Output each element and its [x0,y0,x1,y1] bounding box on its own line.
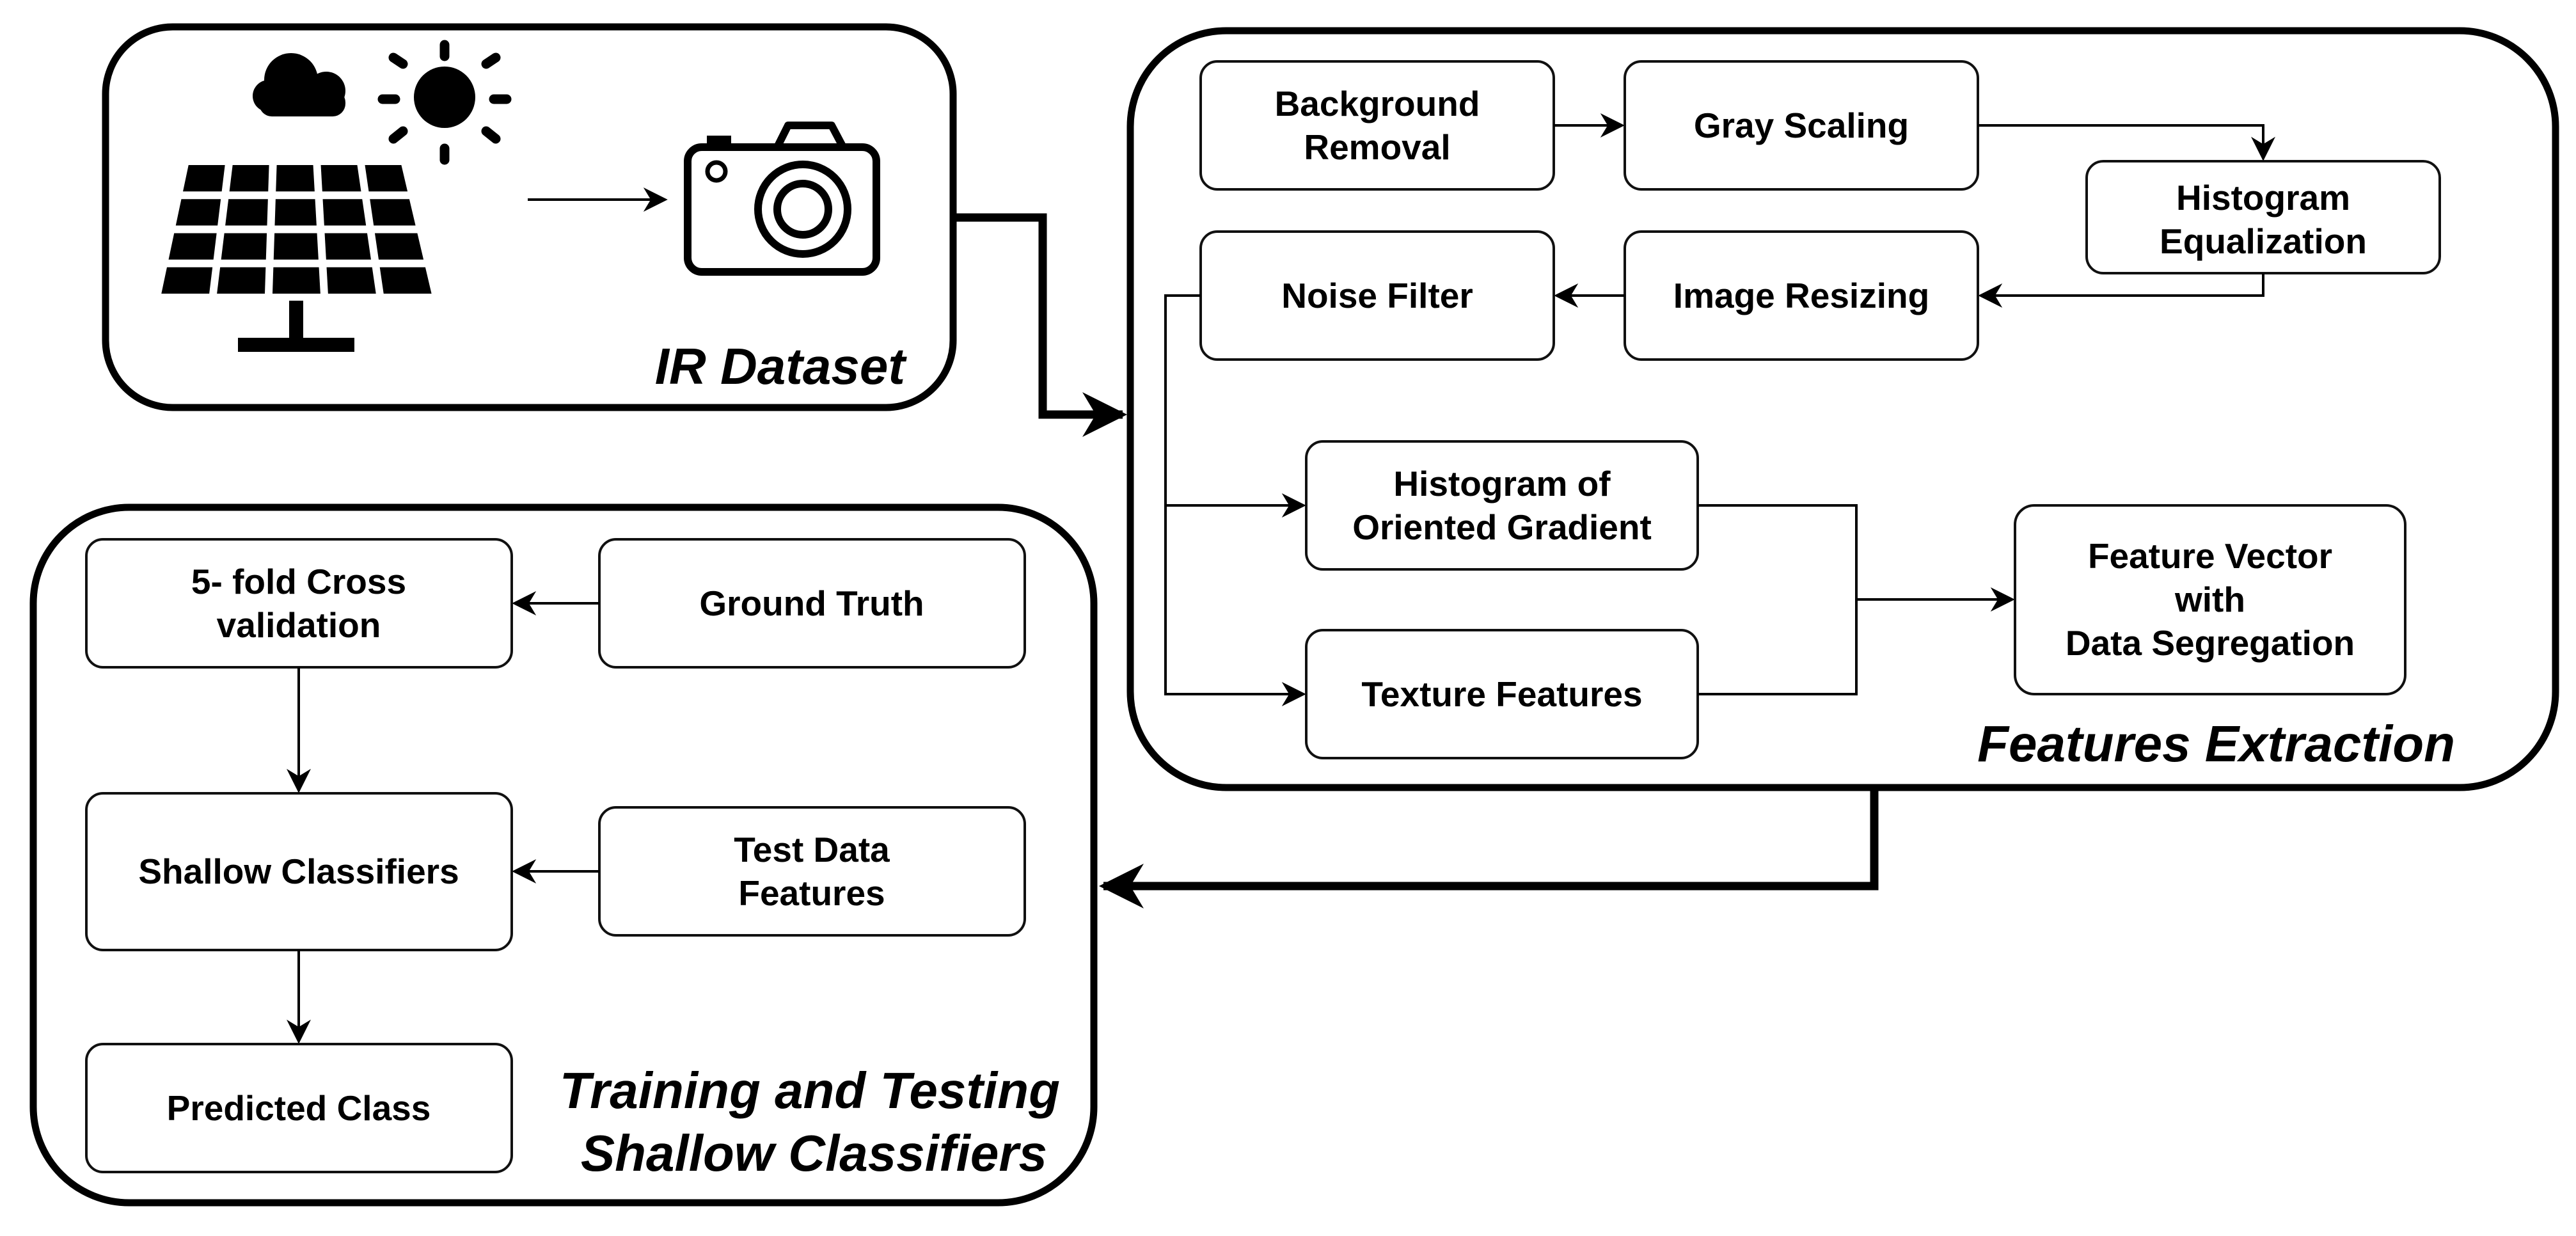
ir-to-features-arrow [953,213,1127,437]
box-label-line: Features [738,873,885,913]
box-label-line: Histogram of [1393,464,1611,503]
noise-to-hog-arrow [1164,294,1306,518]
box-ground-truth: Ground Truth [598,538,1026,669]
solar-base [238,338,354,352]
solar-cell [175,199,221,226]
solar-cell [217,267,266,294]
solar-cell [274,199,317,226]
training-testing-title-line2: Shallow Classifiers [581,1125,1047,1182]
solar-cell [379,267,432,294]
svg-text:Image Resizing: Image Resizing [1673,276,1929,315]
solar-cell [168,233,217,260]
box-predicted-class: Predicted Class [85,1043,513,1173]
box-label-line: Texture Features [1361,674,1642,714]
svg-text:Texture Features: Texture Features [1361,674,1642,714]
svg-text:Gray Scaling: Gray Scaling [1694,106,1909,145]
box-label-line: with [2174,580,2245,619]
solar-cell [322,199,367,226]
box-gray-scaling: Gray Scaling [1624,60,1979,191]
box-label-line: Background [1275,84,1480,123]
features-to-training-arrow [1099,788,1879,908]
solar-cell [370,199,416,226]
box-label-line: Gray Scaling [1694,106,1909,145]
gray-to-histeq-arrow [1978,124,2275,161]
box-label-line: Shallow Classifiers [138,852,459,891]
solar-cell [320,165,361,192]
solar-post [289,301,303,339]
box-label-line: Removal [1304,127,1450,167]
box-label-line: Noise Filter [1281,276,1473,315]
histeq-to-resize-arrow [1978,273,2264,308]
box-label-line: 5- fold Cross [191,562,406,601]
box-label-line: Histogram [2176,178,2350,218]
camera-icon [684,122,880,276]
box-shallow-classifiers: Shallow Classifiers [85,792,513,951]
box-label-line: Feature Vector [2088,536,2332,576]
solar-cell [273,233,319,260]
solar-cell [326,267,376,294]
box-label-line: validation [217,605,381,645]
solar-cell [229,165,269,192]
solar-cell [365,165,408,192]
box-label-line: Ground Truth [699,583,924,623]
training-testing-title-line1: Training and Testing [560,1062,1060,1119]
box-label-line: Oriented Gradient [1352,507,1652,547]
features-extraction-title: Features Extraction [1977,715,2455,772]
ir-dataset-title: IR Dataset [655,338,908,395]
solar-cell [272,267,320,294]
box-label-line: Image Resizing [1673,276,1929,315]
connectors [287,113,2275,1044]
cloud-icon [253,53,345,116]
solar-cell [374,233,424,260]
svg-text:Predicted Class: Predicted Class [167,1088,431,1128]
svg-text:Shallow Classifiers: Shallow Classifiers [138,852,459,891]
box-label-line: Test Data [734,830,890,869]
box-label-line: Data Segregation [2066,623,2355,663]
solar-panel-icon [161,165,432,352]
box-noise-filter: Noise Filter [1199,230,1555,361]
solar-cell [324,233,371,260]
svg-text:Ground Truth: Ground Truth [699,583,924,623]
svg-text:Noise Filter: Noise Filter [1281,276,1473,315]
solar-cell [225,199,268,226]
noise-to-texture-arrow [1164,505,1306,706]
box-hog: Histogram of Oriented Gradient [1305,440,1699,571]
solar-cell [161,267,213,294]
box-texture-features: Texture Features [1305,629,1699,759]
box-cross-validation: 5- fold Cross validation [85,538,513,669]
solar-cell [221,233,267,260]
ir-dataset-panel: IR Dataset [102,23,957,411]
box-label-line: Predicted Class [167,1088,431,1128]
sun-icon [377,40,512,165]
solar-cell [276,165,315,192]
box-image-resizing: Image Resizing [1624,230,1979,361]
solar-cell [183,165,225,192]
box-label-line: Equalization [2160,221,2367,261]
